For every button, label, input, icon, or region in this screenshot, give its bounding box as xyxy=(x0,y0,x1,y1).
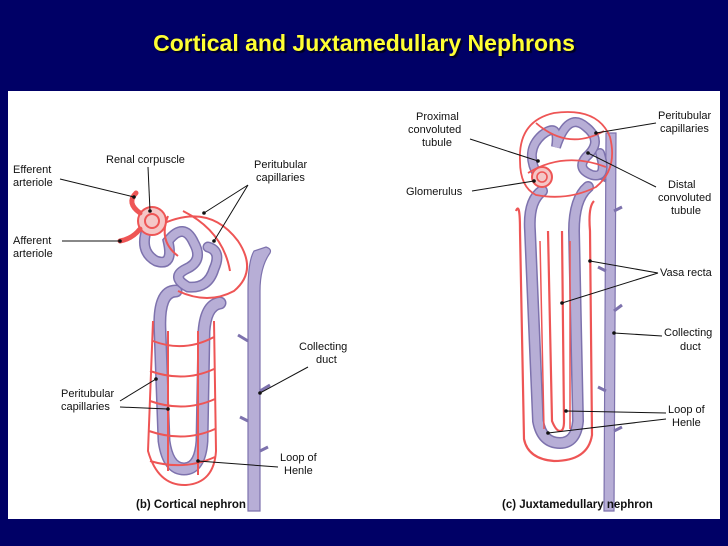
cortical-afferent-arteriole xyxy=(117,226,143,244)
label-afferent-arteriole-line1: Afferent xyxy=(13,235,51,247)
nephron-diagram: Renal corpuscle Efferent arteriole Affer… xyxy=(13,110,713,512)
label-juxta-loop-line2: Henle xyxy=(672,417,701,429)
label-loop-of-henle-line2: Henle xyxy=(284,465,313,477)
juxta-vasa-recta xyxy=(514,200,595,463)
slide-title: Cortical and Juxtamedullary Nephrons xyxy=(153,30,575,56)
label-loop-of-henle-line1: Loop of xyxy=(280,452,318,464)
label-peritubular-low-line1: Peritubular xyxy=(61,388,115,400)
label-renal-corpuscle: Renal corpuscle xyxy=(106,154,185,166)
cortical-nephron-illustration xyxy=(117,190,272,512)
cortical-labels: Renal corpuscle Efferent arteriole Affer… xyxy=(13,154,347,511)
label-collecting-duct-line2: duct xyxy=(316,354,337,366)
label-vasa-recta: Vasa recta xyxy=(660,267,713,279)
label-peritubular-top-line2: capillaries xyxy=(256,172,305,184)
label-proximal-line1: Proximal xyxy=(416,111,459,123)
label-peritubular-low-line2: capillaries xyxy=(61,401,110,413)
label-distal-line3: tubule xyxy=(671,205,701,217)
juxta-glomerulus xyxy=(531,166,553,188)
label-collecting-duct-line1: Collecting xyxy=(299,341,347,353)
label-juxta-peritubular-line1: Peritubular xyxy=(658,110,712,122)
label-glomerulus: Glomerulus xyxy=(406,186,463,198)
caption-juxtamedullary-nephron: (c) Juxtamedullary nephron xyxy=(502,499,653,511)
label-afferent-arteriole-line2: arteriole xyxy=(13,248,53,260)
label-peritubular-top-line1: Peritubular xyxy=(254,159,308,171)
label-juxta-peritubular-line2: capillaries xyxy=(660,123,709,135)
cortical-collecting-duct xyxy=(247,246,272,512)
figure-panel: Renal corpuscle Efferent arteriole Affer… xyxy=(8,91,720,519)
caption-cortical-nephron: (b) Cortical nephron xyxy=(136,499,246,511)
label-juxta-loop-line1: Loop of xyxy=(668,404,706,416)
label-juxta-collecting-line2: duct xyxy=(680,341,701,353)
juxtamedullary-labels: Proximal convoluted tubule Glomerulus Pe… xyxy=(406,110,713,511)
label-efferent-arteriole-line1: Efferent xyxy=(13,164,51,176)
juxtamedullary-nephron-illustration xyxy=(514,111,623,512)
label-distal-line1: Distal xyxy=(668,179,696,191)
juxta-collecting-duct xyxy=(603,132,617,512)
label-distal-line2: convoluted xyxy=(658,192,711,204)
label-proximal-line2: convoluted xyxy=(408,124,461,136)
cortical-efferent-arteriole xyxy=(129,190,143,216)
label-juxta-collecting-line1: Collecting xyxy=(664,327,712,339)
cortical-renal-corpuscle xyxy=(137,206,167,236)
cortical-peritubular-network xyxy=(146,320,218,487)
label-proximal-line3: tubule xyxy=(422,137,452,149)
label-efferent-arteriole-line2: arteriole xyxy=(13,177,53,189)
